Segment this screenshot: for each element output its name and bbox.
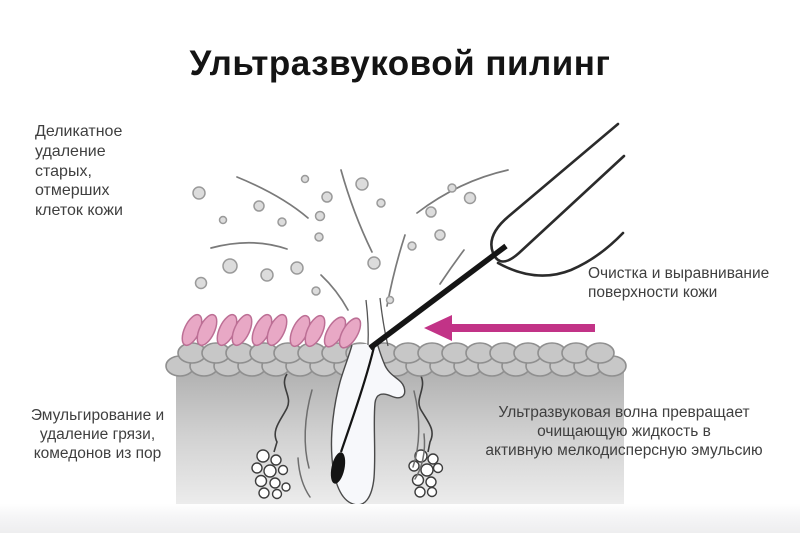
- emulsion-spray: [192, 169, 509, 311]
- spatula-blade: [368, 243, 508, 351]
- label-cleaning-smoothing: Очистка и выравнивание поверхности кожи: [588, 265, 770, 302]
- label-gentle-removal: Деликатное удаление старых, отмерших кле…: [35, 123, 123, 220]
- hair-shaft: [339, 346, 376, 453]
- page-title: Ультразвуковой пилинг: [189, 44, 611, 83]
- hair-bulb: [330, 452, 346, 484]
- label-ultrasonic-wave: Ультразвуковая волна превращает очищающу…: [485, 404, 763, 460]
- skin-cell-row-top: [177, 342, 615, 364]
- bottom-gradient-band: [0, 504, 800, 533]
- ultrasonic-handpiece-icon: [368, 122, 626, 351]
- dead-skin-cells: [181, 313, 362, 349]
- hair-follicle: [330, 297, 406, 506]
- skin-surface-cells: [165, 342, 627, 377]
- left-arrow-icon: [424, 315, 595, 341]
- label-emulsification: Эмульгирование и удаление грязи, комедон…: [30, 407, 165, 463]
- follicle-motion-lines: [297, 389, 426, 498]
- sweat-gland-left-icon: [251, 373, 291, 500]
